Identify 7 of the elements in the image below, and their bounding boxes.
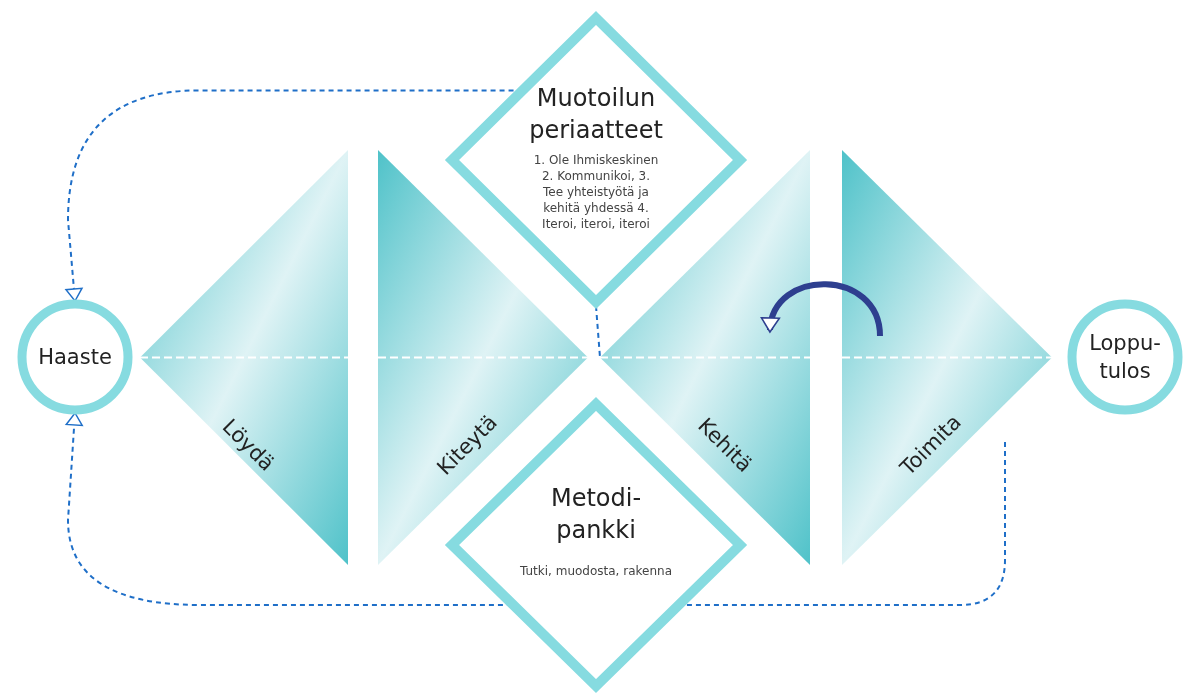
heading: Muotoilun periaatteet	[528, 83, 664, 146]
body-text: Tutki, muodosta, rakenna	[519, 563, 673, 579]
node-label: Haaste	[37, 344, 113, 371]
heading: Metodi- pankki	[549, 483, 643, 546]
node-label: Loppu- tulos	[1088, 330, 1162, 385]
body-text: 1. Ole Ihmiskeskinen 2. Kommunikoi, 3. Tee yhteistyötä ja kehitä yhdessä 4. Iteroi, iteroi, iteroi	[532, 152, 660, 232]
curved-arrow	[762, 281, 883, 337]
